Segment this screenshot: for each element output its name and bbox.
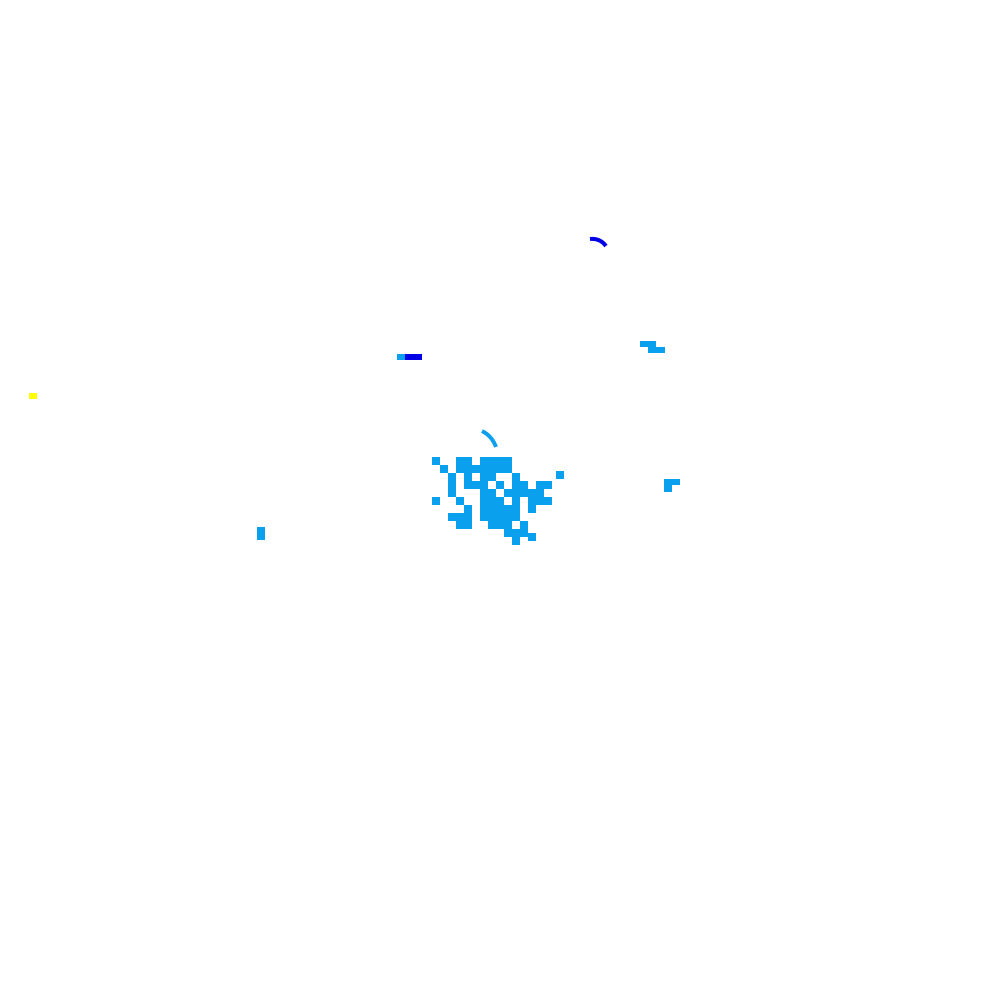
north-arc bbox=[589, 236, 608, 248]
radar-cell bbox=[448, 489, 456, 497]
radar-cell bbox=[496, 513, 504, 521]
radar-cell bbox=[512, 505, 520, 513]
radar-cell bbox=[528, 505, 536, 513]
radar-cell bbox=[544, 497, 552, 505]
radar-cell bbox=[512, 489, 520, 497]
radar-cell bbox=[464, 481, 472, 489]
radar-cell bbox=[472, 481, 480, 489]
radar-cell bbox=[520, 481, 528, 489]
radar-cell bbox=[440, 465, 448, 473]
radar-cell bbox=[504, 529, 512, 537]
radar-cell bbox=[464, 521, 472, 529]
radar-cell bbox=[512, 497, 520, 505]
radar-cell bbox=[496, 521, 504, 529]
radar-cell bbox=[512, 537, 520, 545]
radar-cell bbox=[480, 513, 488, 521]
radar-cell bbox=[480, 481, 488, 489]
radar-cell bbox=[464, 473, 472, 481]
radar-cell bbox=[464, 457, 472, 465]
radar-cell bbox=[496, 497, 504, 505]
radar-cell bbox=[488, 513, 496, 521]
radar-cell bbox=[480, 465, 488, 473]
right-feature-stem bbox=[664, 485, 672, 492]
radar-cell bbox=[488, 465, 496, 473]
radar-cell bbox=[480, 489, 488, 497]
radar-cell bbox=[464, 505, 472, 513]
radar-cell bbox=[512, 481, 520, 489]
radar-cell bbox=[504, 457, 512, 465]
southwest-dot bbox=[257, 527, 265, 540]
east-segment-lower bbox=[648, 347, 665, 353]
radar-cell bbox=[488, 457, 496, 465]
radar-cell bbox=[504, 505, 512, 513]
radar-cell bbox=[504, 521, 512, 529]
radar-cell bbox=[536, 489, 544, 497]
radar-cell bbox=[504, 465, 512, 473]
radar-cell bbox=[488, 497, 496, 505]
radar-cell bbox=[488, 505, 496, 513]
radar-cell bbox=[432, 457, 440, 465]
east-segment-upper bbox=[640, 341, 656, 347]
radar-cell bbox=[448, 513, 456, 521]
radar-cell bbox=[456, 497, 464, 505]
radar-cell bbox=[512, 473, 520, 481]
radar-cell bbox=[536, 497, 544, 505]
radar-cell bbox=[488, 489, 496, 497]
radar-cell bbox=[464, 465, 472, 473]
radar-cell bbox=[544, 481, 552, 489]
radar-cell bbox=[496, 505, 504, 513]
radar-cell bbox=[488, 473, 496, 481]
radar-cell bbox=[496, 457, 504, 465]
radar-cell bbox=[512, 529, 520, 537]
west-segment-light bbox=[397, 354, 405, 360]
radar-cell bbox=[520, 521, 528, 529]
radar-cell bbox=[496, 481, 504, 489]
radar-cell bbox=[520, 489, 528, 497]
radar-cell bbox=[456, 457, 464, 465]
radar-cell bbox=[456, 513, 464, 521]
radar-cell bbox=[496, 465, 504, 473]
radar-cell bbox=[456, 521, 464, 529]
radar-cell bbox=[480, 457, 488, 465]
radar-cell bbox=[480, 497, 488, 505]
radar-cell bbox=[464, 513, 472, 521]
right-feature-top bbox=[664, 479, 680, 485]
radar-cell bbox=[488, 521, 496, 529]
radar-cell bbox=[448, 473, 456, 481]
radar-cell bbox=[528, 497, 536, 505]
radar-cell bbox=[520, 529, 528, 537]
radar-cell bbox=[456, 465, 464, 473]
west-segment-dark bbox=[405, 354, 422, 360]
radar-cell bbox=[504, 513, 512, 521]
radar-cell bbox=[556, 471, 564, 479]
radar-cell bbox=[448, 481, 456, 489]
radar-cells-layer bbox=[29, 236, 680, 545]
radar-cell bbox=[432, 497, 440, 505]
far-west-dot bbox=[29, 393, 37, 399]
cluster-north-streak bbox=[481, 429, 498, 448]
radar-cell bbox=[472, 465, 480, 473]
radar-cell bbox=[504, 489, 512, 497]
radar-cell bbox=[536, 481, 544, 489]
radar-cell bbox=[528, 533, 536, 541]
radar-cell bbox=[528, 489, 536, 497]
radar-cell bbox=[512, 513, 520, 521]
radar-cell bbox=[480, 505, 488, 513]
radar-cell bbox=[480, 473, 488, 481]
